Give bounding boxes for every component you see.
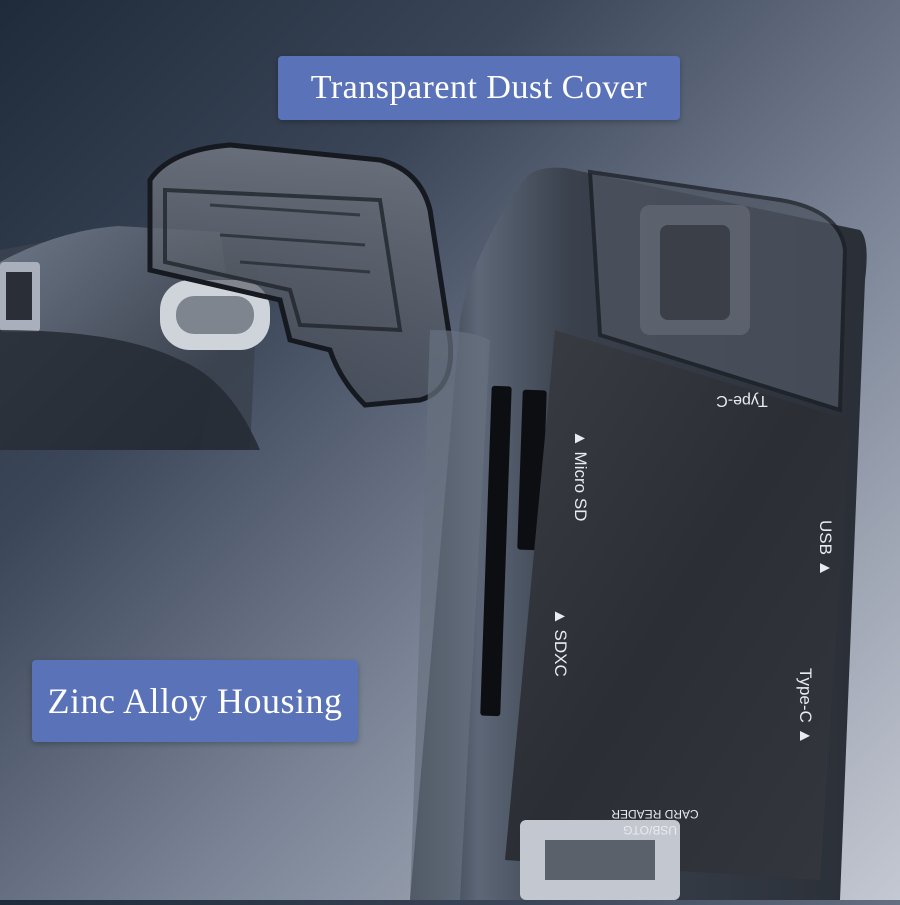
label-usb: USB ▲: [816, 520, 835, 577]
cap-inner-frame: [163, 187, 403, 333]
label-type-c-top: Type-C: [716, 392, 768, 409]
callout-transparent-dust-cover: Transparent Dust Cover: [278, 56, 680, 120]
closeup-typec-plug-inner: [176, 296, 254, 334]
housing-side-highlight: [410, 330, 490, 900]
label-usb-otg: USB/OTG: [623, 823, 677, 837]
device-typec-connector-inner: [660, 225, 730, 320]
cap-ribs: [209, 203, 371, 274]
label-card-reader: CARD READER: [611, 807, 699, 821]
dust-cover-closeup: [0, 142, 454, 450]
bottom-usb-plug-inner: [545, 840, 655, 880]
label-sdxc: ▲ SDXC: [551, 608, 570, 677]
label-type-c-right: Type-C ▲: [796, 668, 815, 744]
closeup-housing-curve: [0, 330, 260, 450]
closeup-usb-port-inner: [6, 272, 32, 320]
sdxc-slot: [480, 385, 512, 717]
device-face-plate: [505, 330, 850, 880]
label-micro-sd: ▲ Micro SD: [571, 430, 590, 521]
callout-zinc-alloy-housing: Zinc Alloy Housing: [32, 660, 358, 742]
card-reader-device: Type-C ▲ Micro SD USB ▲ ▲ SDXC Type-C ▲ …: [410, 167, 867, 900]
